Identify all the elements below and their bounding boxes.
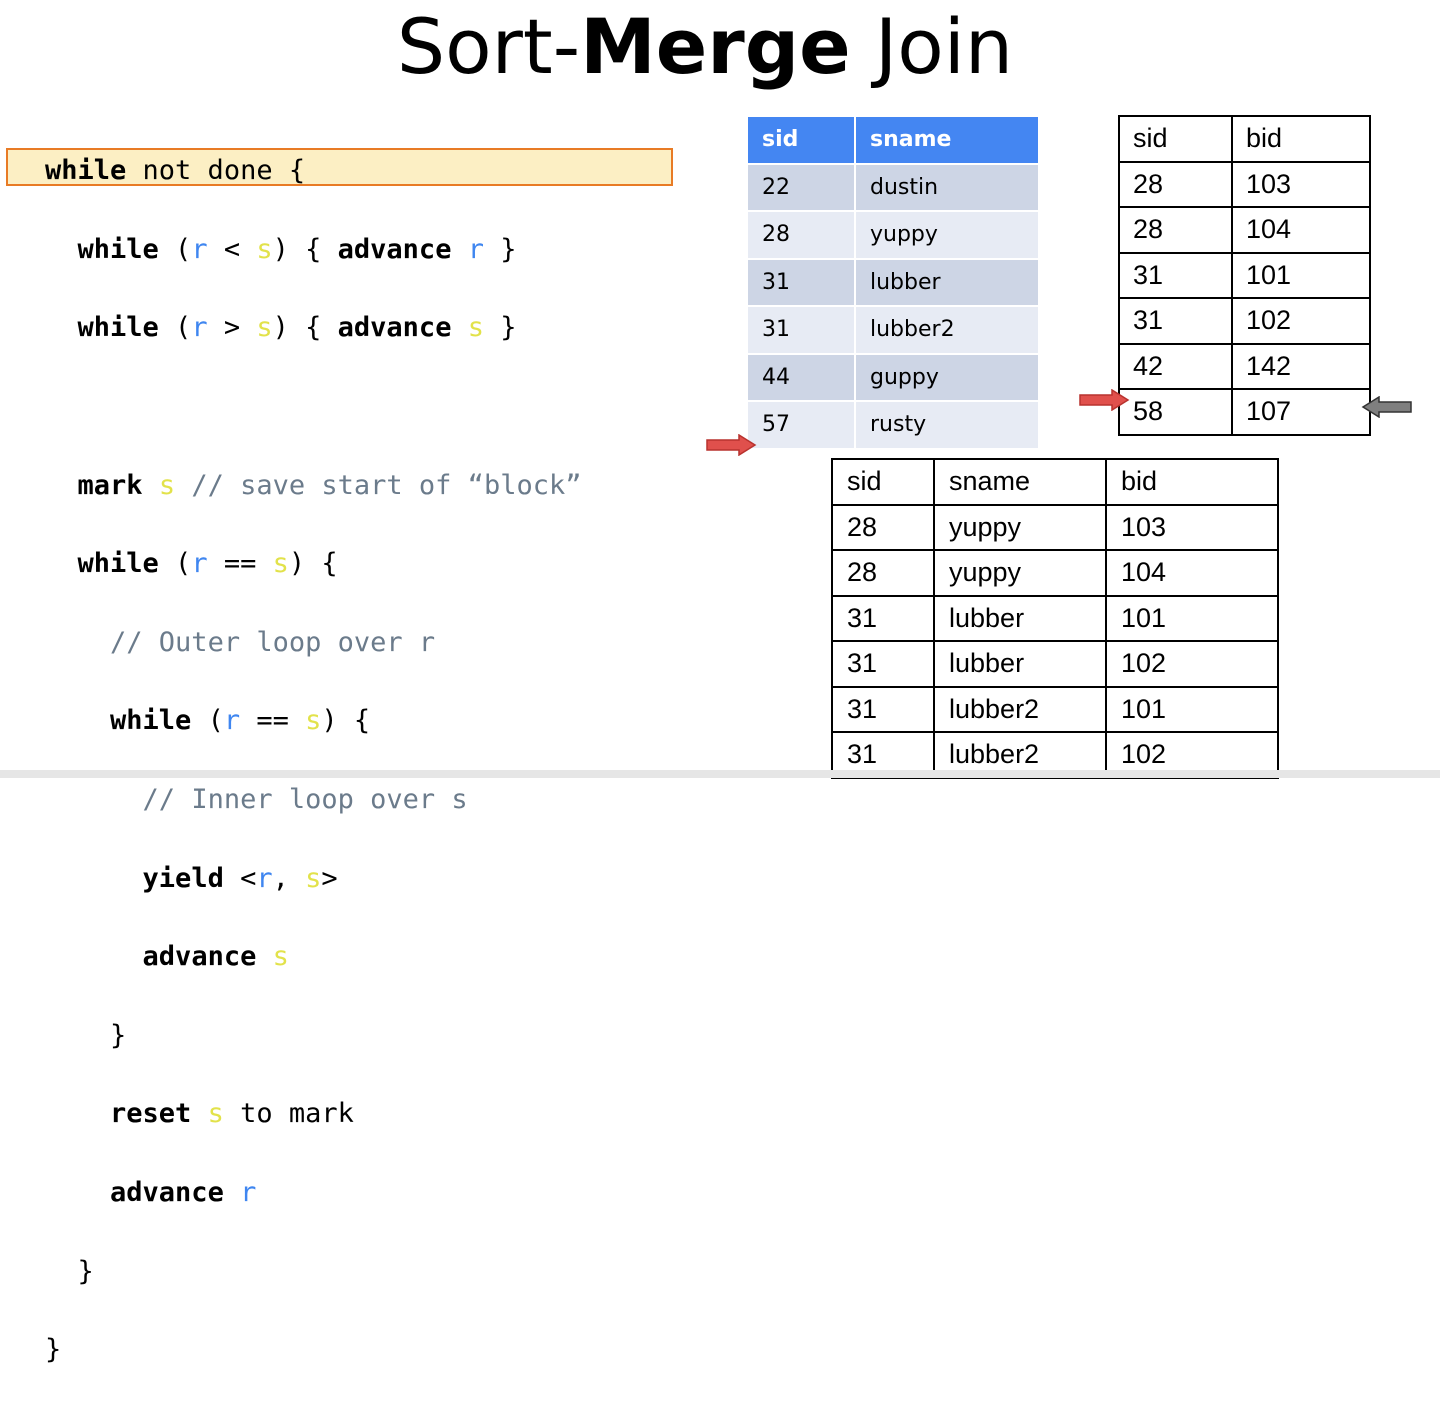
bottom-bar xyxy=(0,770,1440,778)
code-line-blank xyxy=(45,387,581,426)
table-cell: lubber xyxy=(854,257,1040,307)
s-cursor-arrow-icon xyxy=(1079,389,1130,411)
table-cell: 31 xyxy=(1118,251,1233,299)
table-cell: 28 xyxy=(1118,206,1233,254)
code-line: // Outer loop over r xyxy=(110,626,436,658)
table-cell: lubber2 xyxy=(933,685,1107,733)
table-cell: dustin xyxy=(854,162,1040,212)
table-cell: 102 xyxy=(1105,640,1279,688)
table-cell: 22 xyxy=(746,162,856,212)
table-cell: 31 xyxy=(831,685,935,733)
table-cell: 31 xyxy=(746,305,856,355)
table-header-row: sid sname xyxy=(746,115,1040,165)
table-cell: rusty xyxy=(854,400,1040,450)
table-cell: 103 xyxy=(1105,503,1279,551)
table-cell: guppy xyxy=(854,352,1040,402)
table-cell: 42 xyxy=(1118,342,1233,390)
table-cell: 101 xyxy=(1105,685,1279,733)
title-suffix: Join xyxy=(850,2,1014,91)
table-cell: lubber xyxy=(933,594,1107,642)
code-line: while (r == s) { xyxy=(110,705,371,737)
pseudocode-block: while not done { while (r < s) { advance… xyxy=(45,112,581,1409)
current-line-highlight xyxy=(6,148,673,186)
table-cell: 103 xyxy=(1231,160,1371,208)
table-cell: 28 xyxy=(831,549,935,597)
table-header-cell: bid xyxy=(1231,115,1371,163)
code-line: while not done { xyxy=(45,155,306,187)
mark-arrow-icon xyxy=(1361,396,1412,418)
code-line: reset s to mark xyxy=(110,1098,354,1130)
table-cell: 104 xyxy=(1231,206,1371,254)
table-cell: 44 xyxy=(746,352,856,402)
table-cell: yuppy xyxy=(933,549,1107,597)
code-line: } xyxy=(45,1019,127,1051)
table-cell: 57 xyxy=(746,400,856,450)
slide-title: Sort-Merge Join xyxy=(0,2,1410,92)
table-cell: 142 xyxy=(1231,342,1371,390)
table-header-cell: sname xyxy=(854,115,1040,165)
r-cursor-arrow-icon xyxy=(706,434,757,456)
table-header-cell: sid xyxy=(831,458,935,506)
code-line: advance r xyxy=(110,1177,257,1209)
table-header-cell: sid xyxy=(1118,115,1233,163)
code-line: yield <r, s> xyxy=(142,862,338,894)
code-line: while (r == s) { xyxy=(77,548,338,580)
table-header-cell: bid xyxy=(1105,458,1279,506)
table-cell: 31 xyxy=(831,594,935,642)
table-cell: 31 xyxy=(1118,297,1233,345)
code-line: mark s // save start of “block” xyxy=(77,469,582,501)
table-cell: 104 xyxy=(1105,549,1279,597)
table-cell: 31 xyxy=(831,640,935,688)
table-cell: 28 xyxy=(831,503,935,551)
code-line: // Inner loop over s xyxy=(142,784,468,816)
table-cell: 28 xyxy=(746,210,856,260)
table-cell: 58 xyxy=(1118,388,1233,436)
code-line-highlighted: while (r < s) { advance r } xyxy=(77,233,517,265)
table-cell: 101 xyxy=(1231,251,1371,299)
table-cell: yuppy xyxy=(933,503,1107,551)
title-prefix: Sort- xyxy=(396,2,581,91)
table-header-cell: sname xyxy=(933,458,1107,506)
table-cell: lubber2 xyxy=(854,305,1040,355)
code-line: } xyxy=(45,1255,94,1287)
code-line: } xyxy=(45,1334,62,1366)
table-cell: yuppy xyxy=(854,210,1040,260)
table-cell: 31 xyxy=(746,257,856,307)
code-line: advance s xyxy=(142,941,289,973)
table-cell: 28 xyxy=(1118,160,1233,208)
table-cell: 102 xyxy=(1231,297,1371,345)
title-bold: Merge xyxy=(580,2,851,91)
table-cell: 107 xyxy=(1231,388,1371,436)
table-header-cell: sid xyxy=(746,115,856,165)
code-line: while (r > s) { advance s } xyxy=(77,312,517,344)
table-cell: 101 xyxy=(1105,594,1279,642)
table-cell: lubber xyxy=(933,640,1107,688)
